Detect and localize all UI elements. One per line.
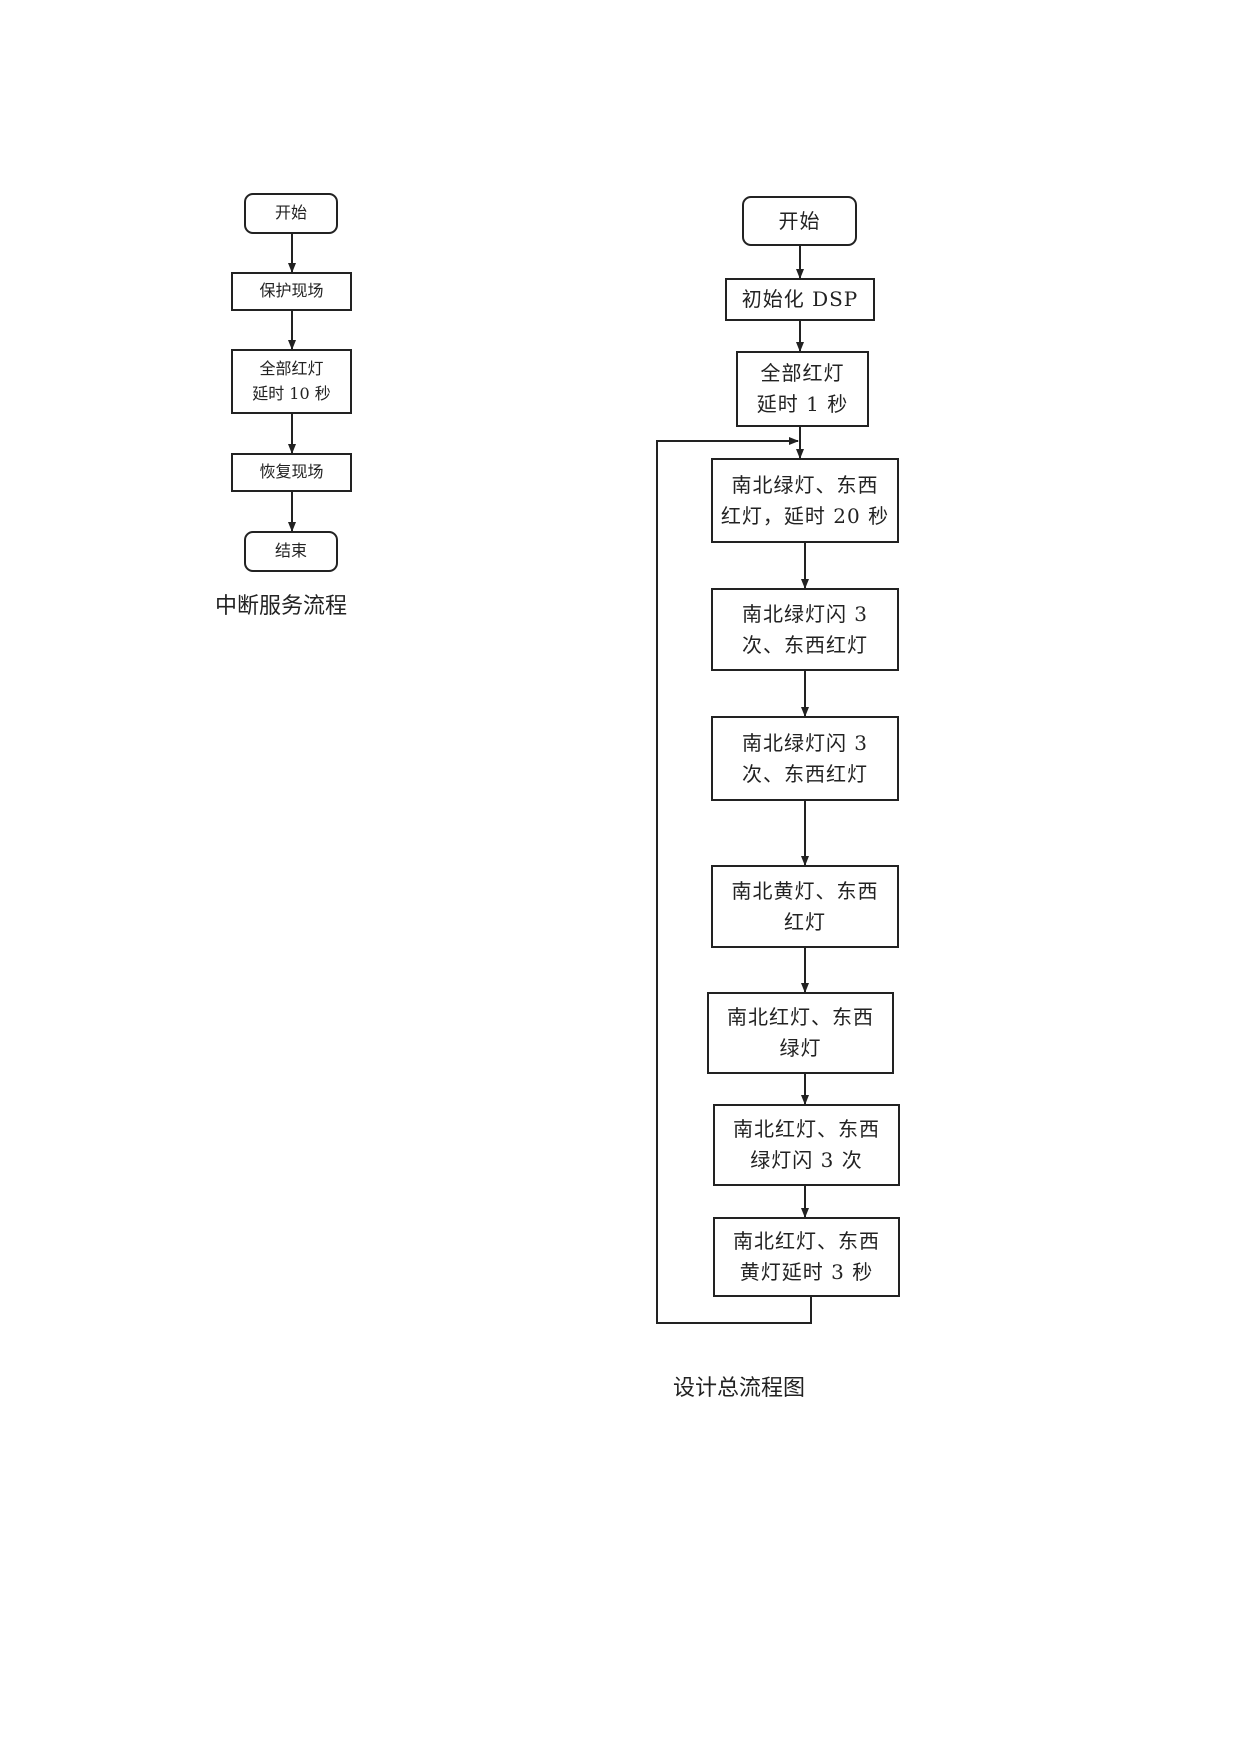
isr-flow-caption: 中断服务流程 xyxy=(215,594,348,619)
ew-yellow-3s-label: 南北红灯、东西 黄灯延时 3 秒 xyxy=(733,1229,880,1284)
ns-yellow-box: 南北黄灯、东西 红灯 xyxy=(711,865,899,948)
ew-green-flash-label: 南北红灯、东西 绿灯闪 3 次 xyxy=(733,1117,880,1172)
isr-all-red-label: 全部红灯 延时 10 秒 xyxy=(252,358,331,403)
ew-green-flash-box: 南北红灯、东西 绿灯闪 3 次 xyxy=(713,1104,900,1186)
ns-green-flash-b-box: 南北绿灯闪 3 次、东西红灯 xyxy=(711,716,899,801)
init-dsp-box: 初始化 DSP xyxy=(725,278,875,321)
ns-yellow-label: 南北黄灯、东西 红灯 xyxy=(731,878,879,934)
isr-restore-context-label: 恢复现场 xyxy=(259,462,324,482)
isr-start-label: 开始 xyxy=(274,203,307,223)
all-red-1s-label: 全部红灯 延时 1 秒 xyxy=(756,361,849,416)
isr-start-terminator: 开始 xyxy=(244,193,338,234)
main-start-terminator: 开始 xyxy=(742,196,857,246)
main-flow-caption: 设计总流程图 xyxy=(673,1376,806,1401)
ns-green-20s-label: 南北绿灯、东西 红灯，延时 20 秒 xyxy=(720,472,890,528)
ns-green-flash-b-label: 南北绿灯闪 3 次、东西红灯 xyxy=(741,730,869,786)
isr-restore-context-box: 恢复现场 xyxy=(231,453,352,492)
isr-end-terminator: 结束 xyxy=(244,531,338,572)
ew-green-box: 南北红灯、东西 绿灯 xyxy=(707,992,894,1074)
init-dsp-label: 初始化 DSP xyxy=(741,287,859,311)
ew-green-label: 南北红灯、东西 绿灯 xyxy=(727,1005,874,1060)
main-start-label: 开始 xyxy=(778,208,821,233)
all-red-1s-box: 全部红灯 延时 1 秒 xyxy=(736,351,869,427)
ns-green-flash-a-label: 南北绿灯闪 3 次、东西红灯 xyxy=(741,601,869,657)
ns-green-20s-box: 南北绿灯、东西 红灯，延时 20 秒 xyxy=(711,458,899,543)
isr-save-context-label: 保护现场 xyxy=(259,281,324,301)
isr-save-context-box: 保护现场 xyxy=(231,272,352,311)
isr-end-label: 结束 xyxy=(274,541,307,561)
ew-yellow-3s-box: 南北红灯、东西 黄灯延时 3 秒 xyxy=(713,1217,900,1297)
ns-green-flash-a-box: 南北绿灯闪 3 次、东西红灯 xyxy=(711,588,899,671)
isr-all-red-box: 全部红灯 延时 10 秒 xyxy=(231,349,352,414)
